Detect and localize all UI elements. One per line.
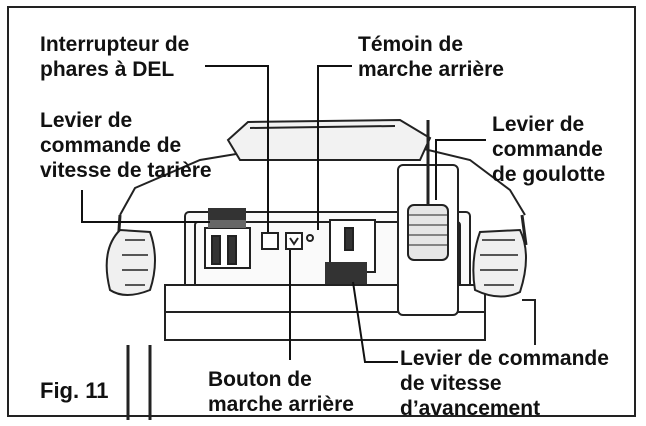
label-reverse-button: Bouton de marche arrière: [208, 368, 354, 416]
label-auger-speed-lever: Levier de commande de vitesse de tarière: [40, 109, 212, 182]
leader-auger-lever: [81, 190, 210, 223]
leader-travel-lever: [352, 281, 398, 363]
label-chute-lever: Levier de commande de goulotte: [492, 113, 606, 186]
leader-reverse-indicator: [317, 65, 352, 230]
figure-label: Fig. 11: [40, 378, 109, 403]
travel-lever-grip: [325, 262, 367, 284]
leader-chute-lever: [435, 139, 486, 200]
label-led-switch: Interrupteur de phares à DEL: [40, 33, 190, 81]
leader-led-switch: [205, 65, 269, 232]
auger-lever-grip: [208, 208, 246, 220]
label-travel-speed-lever: Levier de commande de vitesse d’avanceme…: [400, 347, 609, 420]
label-reverse-indicator: Témoin de marche arrière: [358, 33, 504, 81]
